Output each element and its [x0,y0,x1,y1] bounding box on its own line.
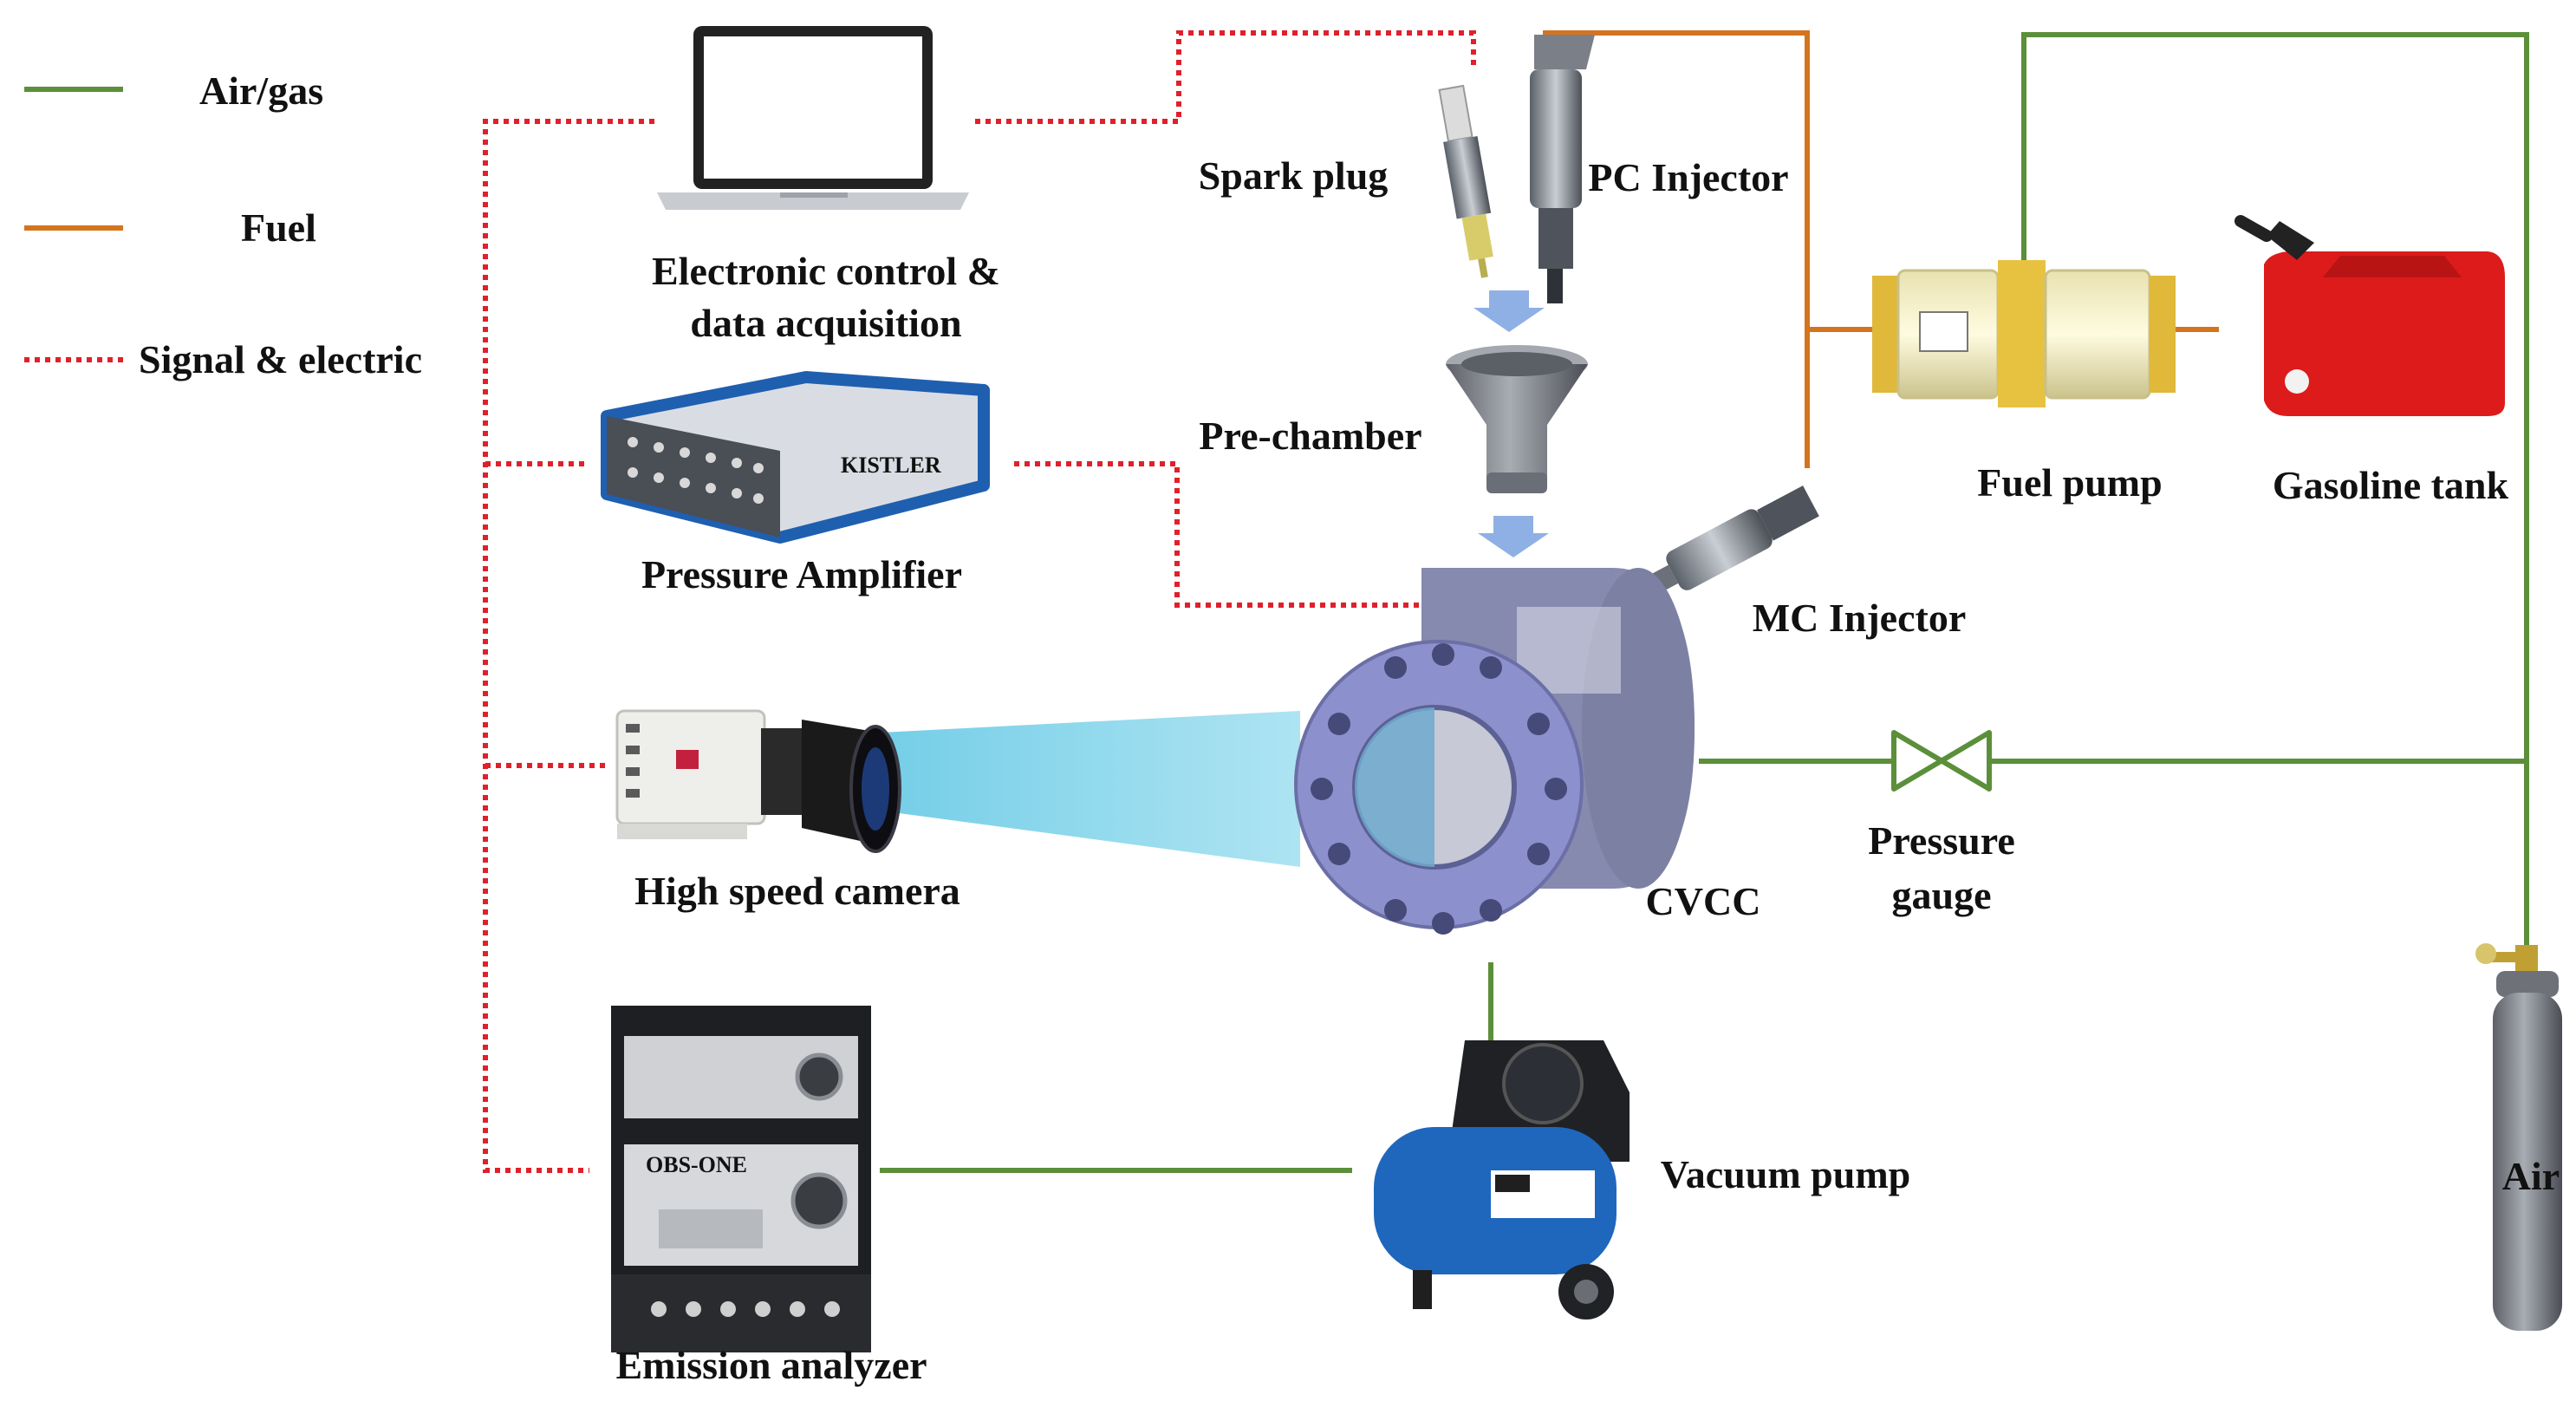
legend-label-air: Air/gas [199,68,323,113]
cvcc-label: CVCC [1646,879,1761,923]
gas-can-icon [2234,215,2505,416]
camera-beam [880,711,1300,867]
cvcc-icon [1294,568,1695,935]
camera-label: High speed camera [634,869,960,913]
emission-analyzer-label: Emission analyzer [615,1343,927,1387]
emission-analyzer-icon: OBS-ONE [611,1006,871,1352]
fuel-lines [1543,30,2219,468]
spark-plug-label: Spark plug [1199,153,1389,198]
legend-label-fuel: Fuel [241,205,316,250]
down-arrow-icon [1473,290,1545,332]
emission-brand: OBS-ONE [646,1152,747,1177]
vacuum-pump-label: Vacuum pump [1661,1152,1910,1196]
pre-chamber-label: Pre-chamber [1199,414,1421,458]
pressure-amplifier-label: Pressure Amplifier [641,552,962,596]
pre-chamber-icon [1446,345,1588,493]
valve-icon [1891,730,1992,792]
down-arrow-icon [1478,516,1549,557]
signal-to-cvcc [1014,461,1421,608]
pressure-gauge-label-line1: Pressure [1868,818,2015,863]
pc-injector-label: PC Injector [1588,155,1788,199]
fuel-pump-icon [1872,260,2176,407]
pressure-amplifier-icon: KISTLER [601,371,990,544]
signal-lines [483,30,1476,1173]
amplifier-brand: KISTLER [841,453,941,478]
fuel-pump-label: Fuel pump [1977,460,2162,505]
spark-plug-icon [1438,84,1493,278]
signal-to-injector [975,30,1476,124]
laptop-icon [657,26,969,210]
air-lines [880,32,2529,1173]
air-cylinder-icon [2475,943,2562,1331]
pressure-gauge-label-line2: gauge [1892,873,1992,917]
vacuum-pump-icon [1374,1040,1630,1320]
legend-label-signal: Signal & electric [139,337,422,381]
fuel-line-injector [1543,30,1810,468]
pc-injector-icon [1530,35,1595,303]
air-label: Air [2502,1154,2560,1198]
camera-icon [615,709,901,853]
signal-bus-left [483,119,654,1173]
gasoline-tank-label: Gasoline tank [2273,463,2509,507]
mc-injector-label: MC Injector [1753,596,1967,640]
legend: Air/gas Fuel Signal & electric [24,68,422,381]
ecu-label-line1: Electronic control & [652,249,1000,293]
ecu-label-line2: data acquisition [690,301,961,345]
air-line-top [2021,32,2529,949]
